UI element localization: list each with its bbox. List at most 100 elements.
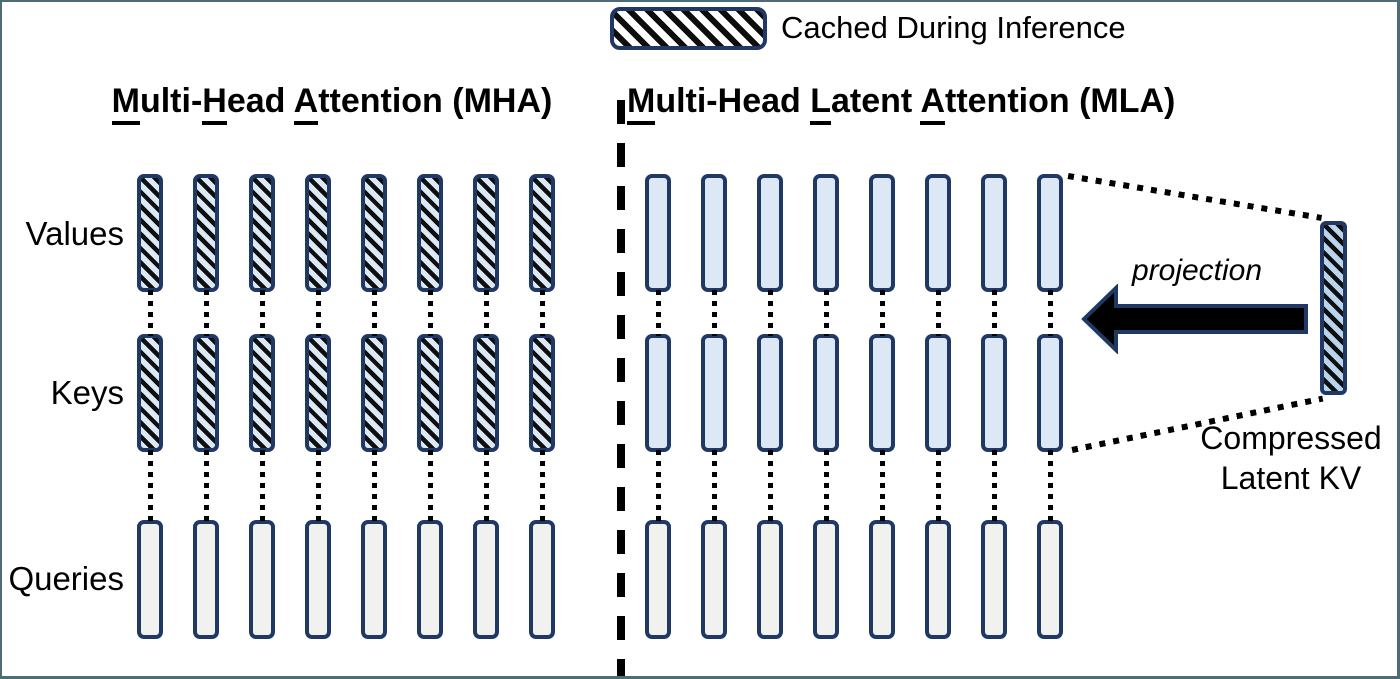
mha-keys-bar <box>305 334 331 452</box>
mha-keys-bar <box>529 334 555 452</box>
mha-values-bar <box>473 174 499 292</box>
mla-queries-bar <box>645 520 671 639</box>
mla-keys-bar <box>701 334 727 452</box>
mha-column-connector-dots <box>428 290 433 336</box>
mla-values-bar <box>701 174 727 292</box>
mha-queries-bar <box>529 520 555 639</box>
mha-column-connector-dots <box>316 450 321 522</box>
mla-column-connector-dots <box>1048 450 1053 522</box>
mha-queries-bar <box>417 520 443 639</box>
mla-queries-bar <box>701 520 727 639</box>
mha-values-bar <box>249 174 275 292</box>
mla-column-connector-dots <box>712 450 717 522</box>
compressed-latent-kv-bar <box>1320 221 1347 395</box>
mla-column-connector-dots <box>768 290 773 336</box>
mha-keys-bar <box>193 334 219 452</box>
mla-queries-bar <box>1037 520 1063 639</box>
mha-column-connector-dots <box>484 450 489 522</box>
mha-column-connector-dots <box>148 290 153 336</box>
mha-keys-bar <box>137 334 163 452</box>
mha-keys-bar <box>361 334 387 452</box>
mla-title-segment: A <box>920 82 945 125</box>
mha-column-connector-dots <box>484 290 489 336</box>
compressed-latent-kv-label: Compressed Latent KV <box>1180 418 1397 498</box>
mla-column-connector-dots <box>712 290 717 336</box>
mla-title-segment: L <box>810 82 832 125</box>
mla-keys-bar <box>645 334 671 452</box>
mla-values-bar <box>925 174 951 292</box>
mla-queries-bar <box>925 520 951 639</box>
mla-values-bar <box>1037 174 1063 292</box>
mla-values-bar <box>813 174 839 292</box>
mha-column-connector-dots <box>372 290 377 336</box>
mla-queries-bar <box>869 520 895 639</box>
mha-keys-bar <box>417 334 443 452</box>
mla-column-connector-dots <box>936 290 941 336</box>
legend-label: Cached During Inference <box>781 10 1126 45</box>
mla-title-segment: atent <box>831 82 921 120</box>
panel-divider-dashed-line <box>617 100 625 676</box>
mha-column-connector-dots <box>204 290 209 336</box>
mla-title-segment: ulti-Head <box>655 82 811 120</box>
mha-queries-bar <box>361 520 387 639</box>
mha-keys-bar <box>249 334 275 452</box>
mla-queries-bar <box>813 520 839 639</box>
mha-column-connector-dots <box>428 450 433 522</box>
mla-values-bar <box>869 174 895 292</box>
mla-keys-bar <box>869 334 895 452</box>
mla-column-connector-dots <box>656 450 661 522</box>
keys-row-label: Keys <box>50 374 124 411</box>
mla-queries-bar <box>981 520 1007 639</box>
mla-column-connector-dots <box>880 450 885 522</box>
mha-keys-bar <box>473 334 499 452</box>
mha-queries-bar <box>473 520 499 639</box>
mha-column-connector-dots <box>372 450 377 522</box>
mha-queries-bar <box>249 520 275 639</box>
mha-values-bar <box>417 174 443 292</box>
compressed-label-line2: Latent KV <box>1220 460 1362 496</box>
mla-title: Multi-Head Latent Attention (MLA) <box>627 82 1175 125</box>
values-row-label: Values <box>25 215 124 252</box>
mla-column-connector-dots <box>992 450 997 522</box>
mha-title-segment: M <box>111 82 140 125</box>
mla-column-connector-dots <box>824 290 829 336</box>
mha-column-connector-dots <box>316 290 321 336</box>
mla-title-segment: ttention (MLA) <box>945 82 1176 120</box>
mha-values-bar <box>193 174 219 292</box>
mla-column-connector-dots <box>1048 290 1053 336</box>
mla-keys-bar <box>757 334 783 452</box>
mla-title-segment: M <box>627 82 656 125</box>
queries-row-label: Queries <box>8 560 124 597</box>
mha-title-segment: ulti- <box>139 82 203 120</box>
mha-title-segment: A <box>293 82 319 125</box>
mha-title-segment: ead <box>226 82 294 120</box>
mla-keys-bar <box>925 334 951 452</box>
mla-column-connector-dots <box>936 450 941 522</box>
left-arrow-icon <box>1081 284 1308 354</box>
mha-column-connector-dots <box>260 290 265 336</box>
mha-column-connector-dots <box>148 450 153 522</box>
mha-queries-bar <box>137 520 163 639</box>
mha-column-connector-dots <box>540 450 545 522</box>
mha-values-bar <box>137 174 163 292</box>
mha-values-bar <box>529 174 555 292</box>
mla-column-connector-dots <box>656 290 661 336</box>
mha-values-bar <box>361 174 387 292</box>
projection-label: projection <box>1131 254 1263 287</box>
mha-column-connector-dots <box>204 450 209 522</box>
mla-column-connector-dots <box>880 290 885 336</box>
mla-column-connector-dots <box>824 450 829 522</box>
mha-values-bar <box>305 174 331 292</box>
mla-queries-bar <box>757 520 783 639</box>
cached-hatch-swatch <box>610 7 767 50</box>
mla-column-connector-dots <box>992 290 997 336</box>
mha-title: Multi-Head Attention (MHA) <box>42 82 622 125</box>
compressed-label-line1: Compressed <box>1200 420 1382 456</box>
mla-keys-bar <box>1037 334 1063 452</box>
mla-keys-bar <box>981 334 1007 452</box>
mha-column-connector-dots <box>260 450 265 522</box>
mha-title-segment: ttention (MHA) <box>318 82 553 120</box>
mla-values-bar <box>757 174 783 292</box>
mha-queries-bar <box>193 520 219 639</box>
